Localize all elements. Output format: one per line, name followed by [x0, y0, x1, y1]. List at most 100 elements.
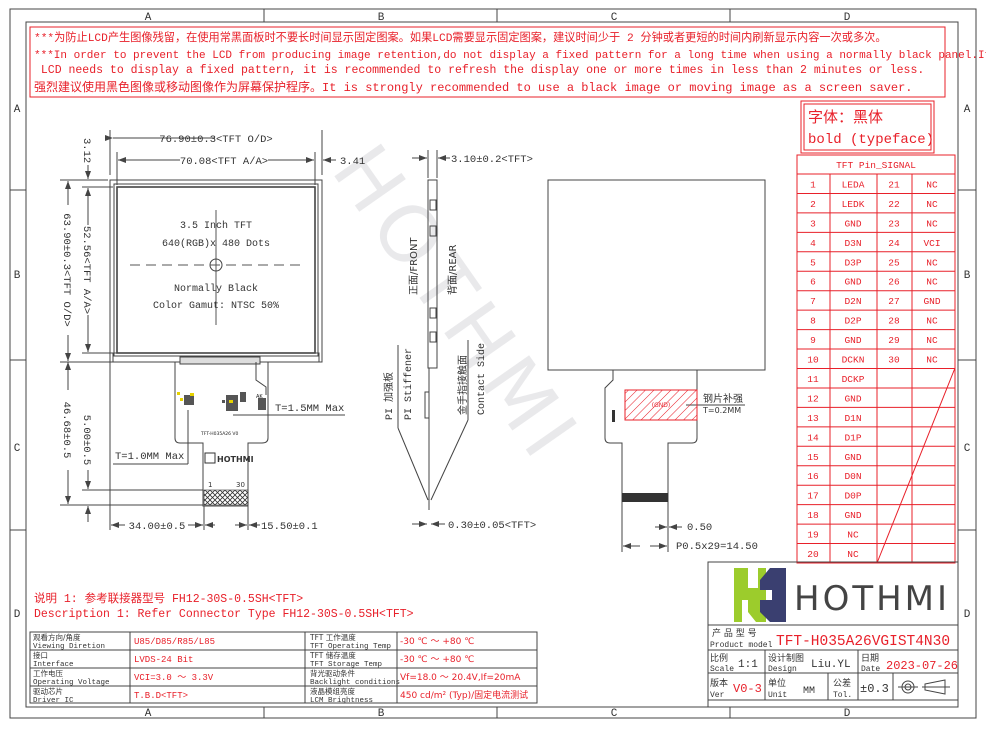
- spec-label-cn: 工作电压: [33, 668, 63, 678]
- pin-number: 3: [810, 218, 816, 229]
- notice-line-4: 强烈建议使用黑色图像或移动图像作为屏幕保护程序。It is strongly r…: [34, 79, 913, 95]
- dim-od-height: 63.90±0.3<TFT O/D>: [60, 213, 72, 326]
- svg-text:Design: Design: [768, 665, 797, 674]
- front-view: 3.5 Inch TFT 640(RGB)x 480 Dots Normally…: [60, 130, 365, 533]
- pin-number: 2: [810, 199, 816, 210]
- svg-text:Contact Side: Contact Side: [476, 343, 488, 415]
- retention-notice: ***为防止LCD产生图像残留，在使用常黑面板时不要长时间显示固定图案。如果LC…: [29, 26, 986, 98]
- pin-number: 26: [888, 277, 900, 288]
- pin-signal: NC: [847, 549, 859, 560]
- dim-od-width: 76.90±0.3<TFT O/D>: [159, 134, 272, 146]
- col-label: B: [378, 708, 385, 720]
- spec-label-en: Viewing Diretion: [33, 643, 105, 651]
- pin-signal: NC: [926, 316, 938, 327]
- pin-number: 25: [888, 257, 900, 268]
- pin-number: 7: [810, 296, 816, 307]
- pin-number: 18: [807, 510, 819, 521]
- pin-signal: DCKN: [842, 355, 865, 366]
- spec-value: U85/D85/R85/L85: [134, 637, 215, 647]
- spec-label2-cn: 背光驱动条件: [310, 668, 355, 678]
- pin-signal: D2N: [844, 296, 861, 307]
- pin-number: 28: [888, 316, 900, 327]
- pin-number: 17: [807, 491, 818, 502]
- pin-signal: GND: [844, 510, 861, 521]
- product-model: TFT-H035A26VGIST4N30: [776, 634, 950, 650]
- svg-text:Date: Date: [861, 665, 880, 674]
- dim-pitch: P0.5x29=14.50: [676, 541, 758, 553]
- svg-text:钢片补强: 钢片补强: [703, 392, 743, 405]
- pin-signal: GND: [844, 452, 861, 463]
- svg-text:TFT-H035A26 V0: TFT-H035A26 V0: [200, 431, 239, 437]
- pin-signal: D2P: [844, 316, 861, 327]
- pin-signal: D3P: [844, 257, 861, 268]
- pin-number: 13: [807, 413, 819, 424]
- svg-text:MM: MM: [803, 686, 815, 697]
- dim-right: 3.41: [340, 156, 365, 168]
- spec-label2-en: Backlight conditions: [310, 679, 400, 687]
- row-label: D: [14, 609, 21, 621]
- col-label: A: [145, 12, 152, 24]
- row-label: A: [14, 104, 21, 116]
- spec-value2: 450 cd/m² (Typ)/固定电流测试: [400, 689, 528, 701]
- svg-text:Ver: Ver: [710, 691, 725, 700]
- col-label: D: [844, 12, 851, 24]
- svg-text:1: 1: [208, 481, 212, 489]
- pin-number: 22: [888, 199, 900, 210]
- svg-text:V0-3: V0-3: [733, 682, 762, 696]
- svg-text:Liu.YL: Liu.YL: [811, 659, 851, 671]
- spec-label-cn: 接口: [33, 650, 48, 660]
- svg-text:30: 30: [236, 481, 245, 489]
- fpc-logo-icon: [204, 452, 216, 464]
- pin-signal: GND: [923, 296, 940, 307]
- row-label: D: [964, 609, 971, 621]
- pin-signal: D3N: [844, 238, 861, 249]
- svg-text:版本: 版本: [710, 677, 728, 689]
- row-label: B: [964, 270, 971, 282]
- pin-signal: NC: [926, 179, 938, 190]
- spec-value2: Vf=18.0 ～ 20.4V,If=20mA: [400, 673, 521, 683]
- dim-total-height: 46.68±0.5: [60, 402, 72, 459]
- pin-signal: NC: [926, 277, 938, 288]
- back-gold-fingers: [622, 493, 668, 502]
- notice-line-1: ***为防止LCD产生图像残留，在使用常黑面板时不要长时间显示固定图案。如果LC…: [34, 30, 887, 45]
- spec-label2-en: TFT Storage Temp: [310, 661, 382, 669]
- pin-signal: D1P: [844, 432, 861, 443]
- notice-line-2: ***In order to prevent the LCD from prod…: [34, 50, 986, 62]
- pin-number: 29: [888, 335, 900, 346]
- svg-text:Unit: Unit: [768, 691, 787, 700]
- svg-text:AK: AK: [256, 394, 263, 400]
- dim-fpc-thickness: 0.30±0.05<TFT>: [448, 520, 536, 532]
- svg-text:HOTHMI: HOTHMI: [217, 455, 254, 464]
- svg-text:HOTHMI: HOTHMI: [314, 129, 597, 479]
- svg-text:单位: 单位: [768, 677, 786, 689]
- pin-signal: VCI: [923, 238, 940, 249]
- pin-signal: NC: [926, 335, 938, 346]
- spec-label-cn: 观看方向/角度: [33, 632, 81, 642]
- spec-label-cn: 驱动芯片: [33, 686, 63, 696]
- description-en: Description 1: Refer Connector Type FH12…: [34, 608, 414, 621]
- pin-signal: NC: [847, 530, 859, 541]
- notice-line-3: LCD needs to display a fixed pattern, it…: [34, 64, 924, 77]
- col-label: A: [145, 708, 152, 720]
- col-label: C: [611, 12, 618, 24]
- svg-text:日期: 日期: [861, 653, 879, 664]
- svg-text:产 品 型 号: 产 品 型 号: [712, 627, 757, 639]
- pin-signal: GND: [844, 335, 861, 346]
- svg-text:Color Gamut: NTSC 50%: Color Gamut: NTSC 50%: [153, 300, 279, 312]
- spec-value: T.B.D<TFT>: [134, 691, 188, 701]
- svg-text:T=0.2MM: T=0.2MM: [702, 406, 741, 415]
- title-block: HOTHMI 产 品 型 号 Product model TFT-H035A26…: [707, 561, 959, 708]
- pin-signal: LEDA: [842, 179, 865, 190]
- side-view: 3.10±0.2<TFT> 0.30±0.05<TFT> 正面/FRONT 背面…: [382, 150, 536, 532]
